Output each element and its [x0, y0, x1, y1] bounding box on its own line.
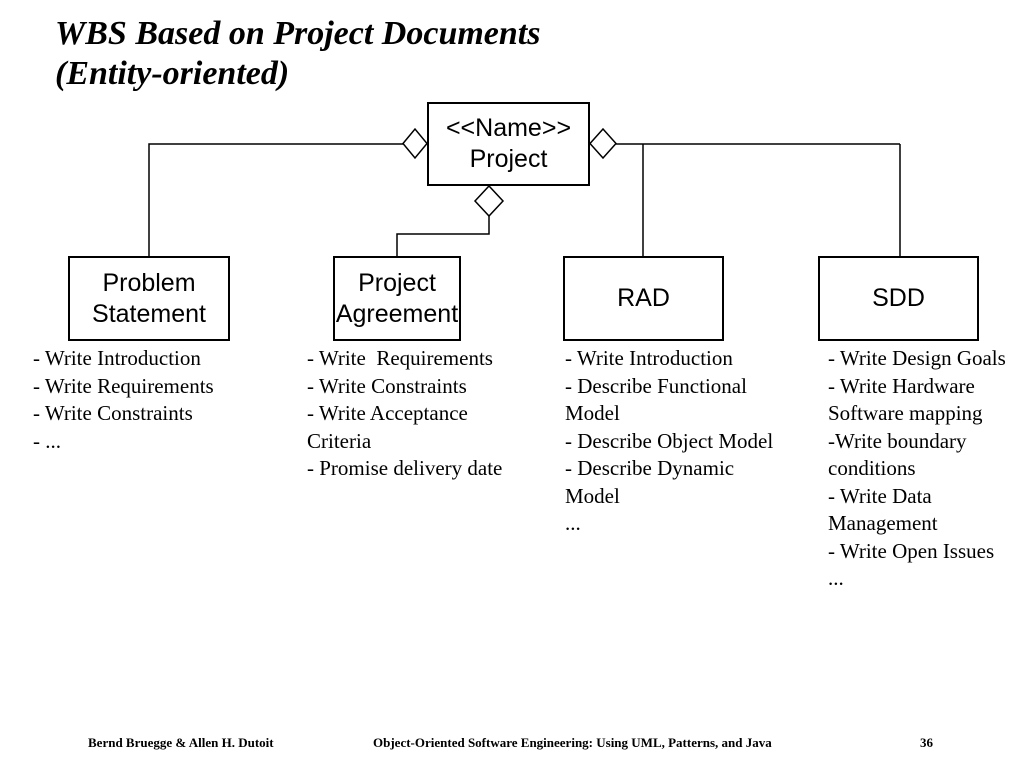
task-line: Model [565, 483, 620, 508]
task-line: - Write Hardware [828, 373, 975, 398]
uml-box-project-label: <<Name>> Project [445, 114, 572, 173]
task-line: - Write Design Goals [828, 346, 1006, 370]
task-line: - Write Introduction [33, 346, 201, 370]
uml-box-problem-statement-label: Problem Statement [92, 268, 206, 328]
aggregation-diamond-left-icon [402, 127, 428, 160]
task-line: Criteria [307, 428, 372, 453]
task-line: - Write Requirements [33, 373, 214, 398]
task-line: - Write Requirements [307, 346, 493, 370]
uml-box-problem-statement: Problem Statement [68, 256, 230, 341]
uml-box-rad: RAD [563, 256, 724, 341]
uml-box-sdd: SDD [818, 256, 979, 341]
task-list-project-agreement: - Write Requirements - Write Constraints -… [307, 345, 502, 483]
task-line: - Write Data [828, 483, 932, 508]
task-line: Model [565, 401, 620, 425]
footer: Bernd Bruegge & Allen H. Dutoit Object-O… [0, 735, 1024, 755]
uml-box-project: <<Name>> Project [427, 102, 590, 186]
task-line: - Write Constraints [33, 401, 193, 425]
footer-book-title: Object-Oriented Software Engineering: Us… [373, 735, 772, 750]
task-list-problem-statement: - Write Introduction - Write Requirements… [33, 345, 214, 455]
task-line: Software mapping [828, 401, 983, 425]
task-line: -Write boundary [828, 428, 967, 453]
task-line: - Describe Object Model [565, 428, 774, 453]
uml-box-project-agreement-label: Project Agreement [335, 268, 459, 328]
task-line: - Describe Functional [565, 373, 747, 398]
task-line: - Write Open Issues [828, 538, 995, 563]
task-line: ... [565, 511, 581, 535]
task-line: - Write Constraints [307, 373, 467, 398]
task-line: - Describe Dynamic [565, 456, 735, 480]
task-line: - Write Introduction [565, 346, 733, 370]
connector-problem-statement [148, 143, 403, 256]
connector-project-agreement [396, 216, 490, 256]
task-line: ... [828, 566, 844, 590]
slide-title: WBS Based on Project Documents (Entity-o… [55, 15, 541, 92]
task-line: - Write Acceptance [307, 401, 468, 425]
aggregation-diamond-bottom-icon [473, 184, 505, 218]
task-list-rad: - Write Introduction - Describe Functiona… [565, 345, 773, 538]
task-line: conditions [828, 456, 916, 480]
task-line: - Promise delivery date [307, 456, 503, 480]
uml-box-sdd-label: SDD [872, 284, 925, 312]
task-line: Management [828, 511, 938, 535]
aggregation-diamond-right-icon [588, 127, 618, 160]
footer-authors: Bernd Bruegge & Allen H. Dutoit [88, 735, 274, 750]
uml-box-rad-label: RAD [617, 284, 670, 312]
footer-page-number: 36 [920, 735, 933, 750]
uml-box-project-agreement: Project Agreement [333, 256, 461, 341]
task-line: - ... [33, 428, 61, 453]
